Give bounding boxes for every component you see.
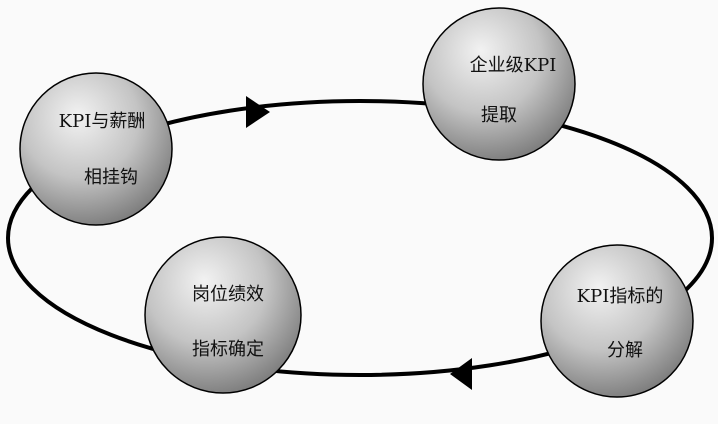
node-enterprise-kpi: 企业级KPI 提取 bbox=[422, 7, 576, 161]
flow-arrow-right-icon bbox=[246, 96, 270, 128]
node-kpi-decompose-line-2: 分解 bbox=[607, 340, 643, 361]
node-kpi-salary-line-1: KPI与薪酬 bbox=[59, 111, 146, 132]
node-position-kpi-line-2: 指标确定 bbox=[192, 339, 264, 360]
cycle-loop bbox=[6, 99, 714, 377]
node-enterprise-kpi-line-1: 企业级KPI bbox=[470, 55, 557, 76]
flow-arrow-left-icon bbox=[450, 358, 472, 390]
node-position-kpi-line-1: 岗位绩效 bbox=[192, 284, 264, 305]
node-kpi-salary-line-2: 相挂钩 bbox=[84, 167, 138, 188]
node-kpi-decompose: KPI指标的 分解 bbox=[540, 244, 694, 398]
node-enterprise-kpi-line-2: 提取 bbox=[481, 105, 517, 126]
node-position-kpi: 岗位绩效 指标确定 bbox=[144, 236, 302, 394]
node-kpi-salary: KPI与薪酬 相挂钩 bbox=[19, 72, 173, 226]
node-kpi-decompose-line-1: KPI指标的 bbox=[577, 286, 664, 307]
